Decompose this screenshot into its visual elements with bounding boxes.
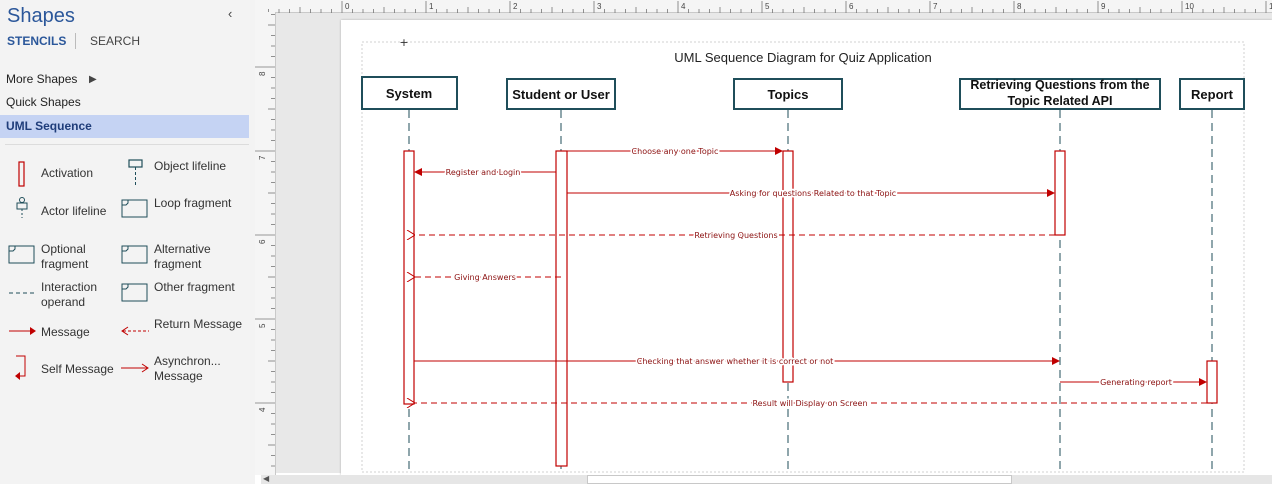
chevron-right-icon: ▶ (89, 74, 97, 85)
shape-loop-fragment[interactable]: Loop fragment (154, 196, 232, 210)
message-label-generating-report: Generating report (1100, 378, 1172, 387)
activation-student[interactable] (555, 150, 568, 467)
lifeline-label-system: System (386, 86, 432, 101)
lifeline-label-topics: Topics (768, 87, 809, 102)
message-label-register-login: Register and Login (446, 168, 521, 177)
lifeline-head-student[interactable] (506, 78, 616, 110)
lifeline-label-student: Student or User (512, 87, 610, 102)
top-ruler-ticks: 0 1 2 3 4 5 6 7 8 9 10 1 (268, 1, 1272, 13)
scroll-left-icon[interactable]: ◀ (263, 474, 270, 483)
shape-optional-fragment[interactable]: Optional fragment (41, 242, 89, 271)
shape-alternative-fragment[interactable]: Alternative fragment (154, 242, 211, 271)
menu-more-shapes-label: More Shapes (6, 72, 78, 86)
activation-api[interactable] (1054, 150, 1066, 236)
ruler-number: 4 (681, 2, 686, 11)
left-ruler-ticks: 8 7 6 5 4 (255, 14, 275, 467)
ruler-number: 5 (765, 2, 770, 11)
ruler-number: 3 (597, 2, 602, 11)
lifeline-head-system[interactable] (361, 76, 458, 110)
shape-actor-lifeline[interactable]: Actor lifeline (41, 204, 107, 218)
message-arrow-icon[interactable] (8, 326, 38, 336)
tab-search[interactable]: SEARCH (90, 34, 141, 48)
activation-system[interactable] (403, 150, 415, 405)
ruler-number: 6 (849, 2, 854, 11)
panel-title: Shapes (7, 5, 75, 27)
message-label-retrieving-questions: Retrieving Questions (694, 231, 777, 240)
ruler-number: 5 (258, 323, 267, 328)
lifeline-label-api: Retrieving Questions from the Topic Rela… (970, 78, 1150, 108)
lifeline-head-api[interactable] (959, 78, 1161, 110)
shape-async-message[interactable]: Asynchron... Message (154, 354, 221, 383)
ruler-number: 2 (513, 2, 518, 11)
return-arrow-icon[interactable] (120, 326, 150, 336)
message-label-result-display: Result will Display on Screen (752, 399, 867, 408)
menu-uml-sequence-label: UML Sequence (6, 119, 92, 133)
menu-quick-shapes-label: Quick Shapes (6, 95, 81, 109)
lifeline-head-report[interactable] (1179, 78, 1245, 110)
shape-object-lifeline[interactable]: Object lifeline (154, 159, 227, 173)
ruler-number: 1 (429, 2, 434, 11)
alternative-fragment-icon[interactable] (121, 245, 149, 265)
shapes-panel: Shapes ‹ STENCILS SEARCH More Shapes ▶ Q… (0, 0, 255, 484)
ruler-number: 1 (1269, 2, 1272, 11)
lifeline-head-topics[interactable] (733, 78, 843, 110)
lifeline-lines (408, 110, 1213, 470)
activation-topics[interactable] (782, 150, 794, 383)
async-arrow-icon[interactable] (120, 363, 150, 373)
message-label-giving-answers: Giving Answers (454, 273, 516, 282)
page-margin-guide (361, 41, 1245, 473)
self-message-icon[interactable] (12, 354, 32, 380)
interaction-operand-icon[interactable] (8, 288, 38, 298)
ruler-number: 7 (933, 2, 938, 11)
activation-report[interactable] (1206, 360, 1218, 404)
optional-fragment-icon[interactable] (8, 245, 36, 265)
diagram-title[interactable]: UML Sequence Diagram for Quiz Applicatio… (674, 50, 931, 65)
menu-quick-shapes[interactable]: Quick Shapes (0, 91, 249, 114)
ruler-number: 6 (258, 239, 267, 244)
shape-message[interactable]: Message (41, 325, 90, 339)
message-label-choose-topic: Choose any one Topic (632, 147, 719, 156)
ruler-number: 7 (258, 155, 267, 160)
other-fragment-icon[interactable] (121, 283, 149, 303)
ruler-number: 0 (345, 2, 350, 11)
tab-stencils[interactable]: STENCILS (7, 34, 67, 48)
left-ruler[interactable]: 8 7 6 5 4 (255, 12, 276, 475)
ruler-number: 4 (258, 407, 267, 412)
activation-icon[interactable] (15, 160, 29, 188)
menu-uml-sequence[interactable]: UML Sequence (0, 115, 249, 138)
shape-self-message[interactable]: Self Message (41, 362, 114, 376)
crosshair-cursor-icon: + (399, 36, 408, 49)
lifeline-label-report: Report (1191, 87, 1234, 102)
shape-return-message[interactable]: Return Message (154, 317, 243, 331)
collapse-panel-icon[interactable]: ‹ (228, 6, 233, 21)
ruler-number: 9 (1101, 2, 1106, 11)
lifeline-label-api-wrap: Retrieving Questions from the Topic Rela… (970, 78, 1150, 108)
horizontal-scrollbar-thumb[interactable] (587, 475, 1012, 484)
object-lifeline-icon[interactable] (126, 158, 146, 188)
menu-more-shapes[interactable]: More Shapes ▶ (0, 68, 249, 91)
loop-fragment-icon[interactable] (121, 199, 149, 219)
message-label-checking-answer: Checking that answer whether it is corre… (637, 357, 833, 366)
ruler-number: 10 (1185, 2, 1194, 11)
ruler-number: 8 (258, 71, 267, 76)
message-label-asking-questions: Asking for questions Related to that Top… (730, 189, 896, 198)
ruler-number: 8 (1017, 2, 1022, 11)
shape-other-fragment[interactable]: Other fragment (154, 280, 235, 294)
shape-activation[interactable]: Activation (41, 166, 94, 180)
shape-interaction-operand[interactable]: Interaction operand (41, 280, 98, 309)
actor-lifeline-icon[interactable] (12, 196, 32, 220)
tab-divider (75, 33, 76, 49)
panel-divider (5, 144, 249, 145)
top-ruler[interactable]: 0 1 2 3 4 5 6 7 8 9 10 1 (261, 0, 1272, 13)
